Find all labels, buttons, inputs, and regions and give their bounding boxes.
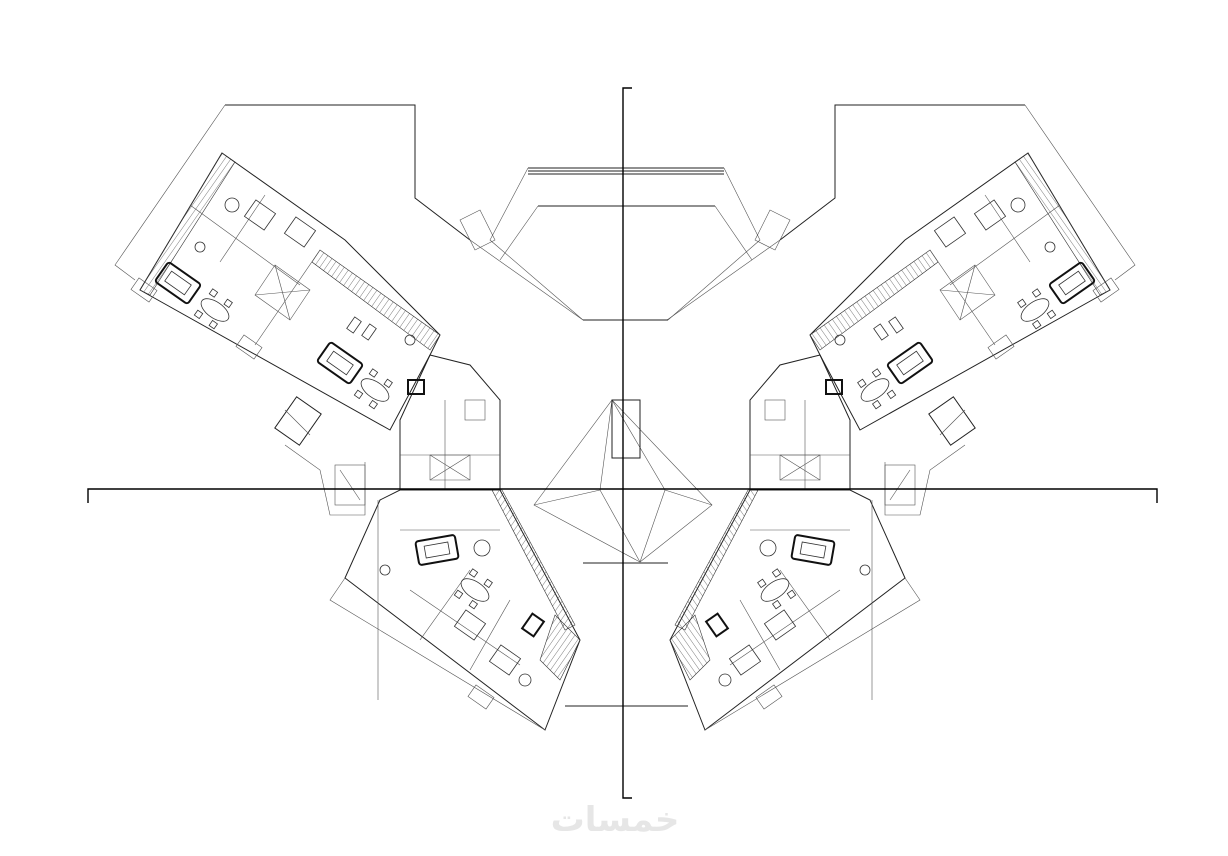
- watermark-logo: خمسات: [550, 800, 680, 840]
- axis-lines: [87, 87, 1158, 799]
- right-wing: [666, 104, 1136, 731]
- left-wing: [114, 104, 584, 731]
- central-court: [459, 167, 791, 707]
